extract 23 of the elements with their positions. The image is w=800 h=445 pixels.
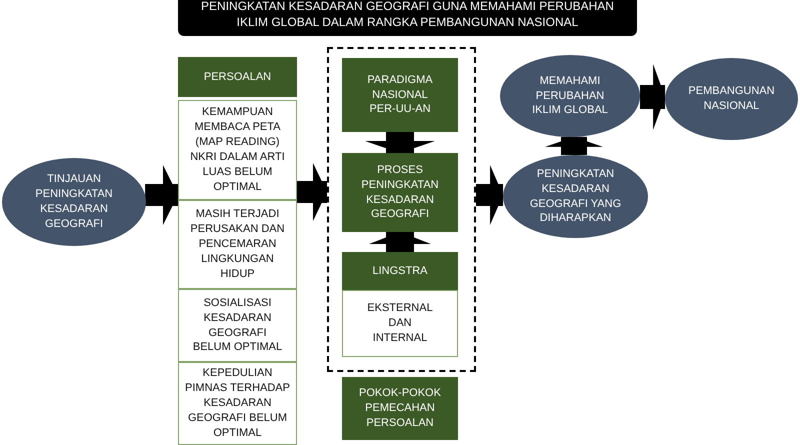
header-box: PERSOALAN <box>178 57 297 97</box>
dashed-group-box <box>327 47 476 372</box>
process-box: LINGSTRA <box>342 252 458 290</box>
ellipse-node: PEMBANGUNAN NASIONAL <box>665 58 798 140</box>
text-box: EKSTERNAL DAN INTERNAL <box>342 290 458 357</box>
text-box: KEMAMPUAN MEMBACA PETA (MAP READING) NKRI DALAM ARTI LUAS BELUM OPTIMAL <box>178 100 297 200</box>
process-box: PROSES PENINGKATAN KESADARAN GEOGRAFI <box>342 153 458 232</box>
process-box: PARADIGMA NASIONAL PER-UU-AN <box>342 58 458 132</box>
block-arrow <box>297 163 327 221</box>
block-arrow <box>369 232 431 252</box>
ellipse-node: PENINGKATAN KESADARAN GEOGRAFI YANG DIHARAPKAN <box>503 155 648 238</box>
title-banner: PENINGKATAN KESADARAN GEOGRAFI GUNA MEMAHAMI PERUBAHAN IKLIM GLOBAL DALAM RANGKA PEMBANGUNAN NASIONAL <box>178 0 637 36</box>
block-arrow <box>476 165 504 225</box>
block-arrow <box>365 132 435 153</box>
block-arrow <box>640 64 666 130</box>
block-arrow <box>545 136 603 155</box>
block-arrow <box>145 165 178 225</box>
ellipse-node: MEMAHAMI PERUBAHAN IKLIM GLOBAL <box>500 55 640 137</box>
ellipse-node: TINJAUAN PENINGKATAN KESADARAN GEOGRAFI <box>2 158 146 246</box>
text-box: MASIH TERJADI PERUSAKAN DAN PENCEMARAN LINGKUNGAN HIDUP <box>178 200 297 289</box>
text-box: SOSIALISASI KESADARAN GEOGRAFI BELUM OPTIMAL <box>178 289 297 362</box>
process-box: POKOK-POKOK PEMECAHAN PERSOALAN <box>342 377 458 440</box>
text-box: KEPEDULIAN PIMNAS TERHADAP KESADARAN GEOGRAFI BELUM OPTIMAL <box>178 362 297 445</box>
